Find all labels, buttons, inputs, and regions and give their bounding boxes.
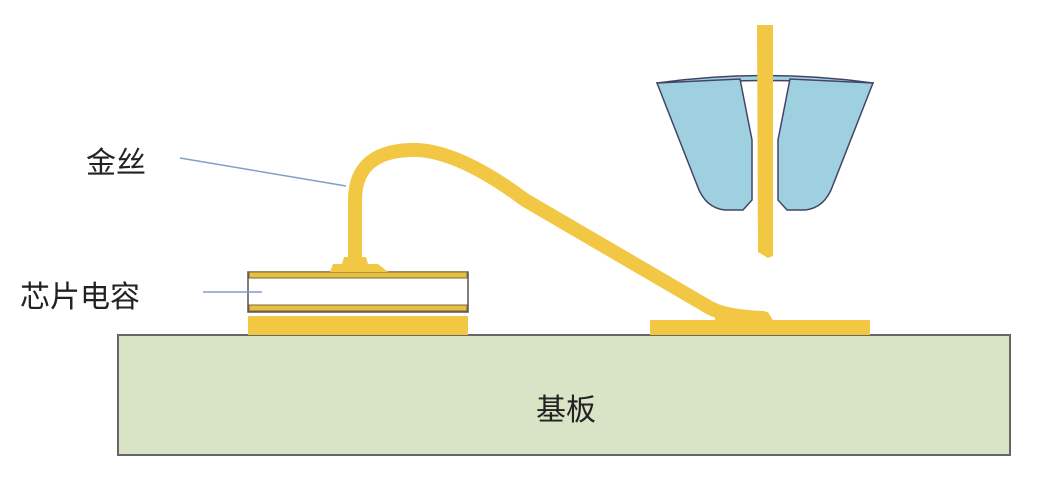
chip-bottom-pad <box>248 316 468 335</box>
stitch-bond <box>715 312 774 322</box>
gold-wire-label: 金丝 <box>86 146 146 181</box>
substrate <box>117 334 1011 456</box>
chip-capacitor-label: 芯片电容 <box>20 280 140 315</box>
substrate-bond-pad <box>650 320 870 335</box>
gold-wire-loop <box>348 142 766 325</box>
ball-bond <box>330 257 388 272</box>
chip-capacitor <box>247 271 469 313</box>
substrate-label: 基板 <box>536 393 596 428</box>
feed-wire <box>757 25 773 258</box>
gold-wire-leader-line <box>179 157 347 187</box>
